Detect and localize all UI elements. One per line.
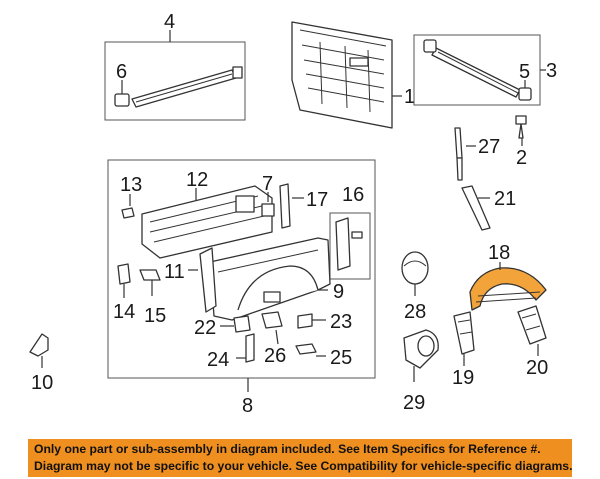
callout-14: 14 — [113, 301, 135, 323]
wheelhouse-liner-part-highlighted — [469, 262, 547, 311]
callout-16: 16 — [342, 184, 364, 206]
support-strut-part — [454, 127, 476, 181]
callout-3: 3 — [546, 60, 557, 82]
callout-6: 6 — [116, 61, 127, 83]
disclaimer-line-1: Only one part or sub-assembly in diagram… — [34, 442, 541, 456]
callout-7: 7 — [262, 173, 273, 195]
callout-20: 20 — [526, 357, 548, 379]
callout-12: 12 — [186, 169, 208, 191]
callout-18: 18 — [488, 242, 510, 264]
callout-23: 23 — [330, 311, 352, 333]
callout-28: 28 — [404, 301, 426, 323]
bed-side-assembly-group — [107, 159, 376, 392]
callout-8: 8 — [242, 395, 253, 417]
callout-5: 5 — [519, 61, 530, 83]
liner-front-section-part — [453, 311, 475, 366]
tailgate-part — [291, 21, 402, 129]
callout-2: 2 — [516, 147, 527, 169]
callout-9: 9 — [333, 281, 344, 303]
liner-rear-section-part — [517, 305, 547, 356]
callout-1: 1 — [404, 86, 415, 108]
highlighted-part-18 — [469, 267, 547, 311]
callout-22: 22 — [194, 317, 216, 339]
callout-10: 10 — [31, 372, 53, 394]
callout-4: 4 — [164, 11, 175, 33]
fuel-cap-part — [401, 251, 429, 296]
bed-rail-right-group — [413, 34, 546, 106]
callout-19: 19 — [452, 367, 474, 389]
small-bracket-part — [29, 333, 49, 368]
callout-13: 13 — [120, 174, 142, 196]
callout-21: 21 — [494, 188, 516, 210]
bracket-part — [461, 185, 491, 231]
callout-24: 24 — [207, 349, 229, 371]
callout-11: 11 — [164, 261, 185, 283]
callout-27: 27 — [478, 136, 500, 158]
callout-25: 25 — [330, 347, 352, 369]
bolt-part — [515, 115, 527, 146]
disclaimer-line-2: Diagram may not be specific to your vehi… — [34, 458, 572, 473]
callout-26: 26 — [264, 345, 286, 367]
bed-rail-left-group — [104, 30, 246, 121]
callout-17: 17 — [306, 189, 328, 211]
callout-29: 29 — [403, 392, 425, 414]
fuel-door-housing-part — [403, 329, 439, 382]
disclaimer-banner: Only one part or sub-assembly in diagram… — [28, 439, 572, 477]
callout-15: 15 — [144, 305, 166, 327]
